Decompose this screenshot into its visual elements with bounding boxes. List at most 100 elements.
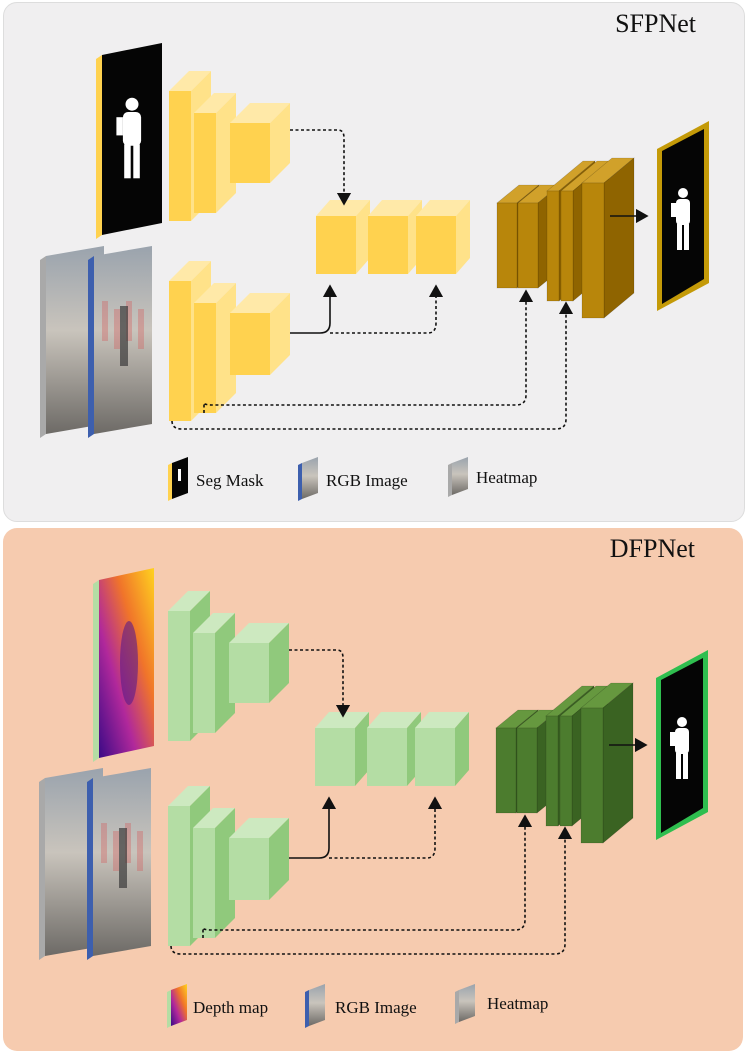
encoder-top-block-2 xyxy=(194,93,236,213)
image-edge xyxy=(88,256,94,438)
slab-front xyxy=(559,715,573,827)
block-front xyxy=(415,728,455,786)
silhouette-body xyxy=(122,112,142,146)
icon-edge xyxy=(455,990,459,1024)
encoder-bottom-block-3 xyxy=(230,293,290,375)
legend-label-depth-map: Depth map xyxy=(193,998,269,1017)
sfpnet-diagram xyxy=(40,43,709,501)
scene-detail xyxy=(114,309,120,349)
image-edge xyxy=(96,55,102,239)
block-side xyxy=(456,200,470,274)
skip-bottom-to-fusion xyxy=(289,796,337,859)
block-top xyxy=(194,93,236,113)
block-side xyxy=(455,712,469,786)
dfpnet-panel: DFPNet Depth map RGB Image Heatmap xyxy=(3,528,743,1051)
block-top xyxy=(416,200,470,216)
block-side xyxy=(356,200,370,274)
encoder-bottom-block-2 xyxy=(193,808,235,938)
encoder-top-block-3 xyxy=(229,623,289,703)
silhouette-leg xyxy=(684,224,689,250)
skip-top-to-fusion xyxy=(289,649,351,718)
icon-face xyxy=(459,984,475,1022)
icon-face xyxy=(302,457,318,499)
depth-map-person xyxy=(120,621,138,705)
block-top xyxy=(193,613,235,633)
scene-detail xyxy=(138,309,144,349)
silhouette-arm xyxy=(116,117,123,136)
slab-front xyxy=(581,182,605,319)
skip-to-decoder-1 xyxy=(202,814,533,938)
silhouette-leg xyxy=(133,144,140,179)
scene-detail xyxy=(102,301,108,341)
image-edge xyxy=(40,256,46,438)
output-silhouette xyxy=(671,188,690,250)
silhouette-head xyxy=(125,97,139,111)
heatmap-icon xyxy=(448,457,468,497)
silhouette-head xyxy=(677,717,687,727)
panel-title: DFPNet xyxy=(609,534,695,563)
encoder-top-block-3 xyxy=(230,103,290,183)
icon-figure xyxy=(178,469,181,481)
image-edge xyxy=(87,778,93,960)
dfpnet-diagram xyxy=(39,568,708,1028)
fusion-block-2 xyxy=(367,712,421,786)
decoder-slab-5 xyxy=(580,682,634,844)
block-front xyxy=(168,611,190,741)
block-front xyxy=(194,303,216,413)
block-side xyxy=(269,818,289,900)
block-front xyxy=(368,216,408,274)
output-silhouette xyxy=(670,717,689,779)
slab-front xyxy=(516,727,538,814)
heatmap-icon xyxy=(455,984,475,1024)
block-front xyxy=(193,828,215,938)
legend-label-rgb-image: RGB Image xyxy=(326,471,408,490)
encoder-top-block-2 xyxy=(193,613,235,733)
block-top xyxy=(316,200,370,216)
silhouette-leg xyxy=(683,753,688,779)
seg-mask-silhouette xyxy=(116,97,142,179)
rgb-image-icon xyxy=(298,457,318,501)
block-top xyxy=(368,200,422,216)
legend-label-rgb-image: RGB Image xyxy=(335,998,417,1017)
fusion-block-3 xyxy=(415,712,469,786)
block-top xyxy=(415,712,469,728)
scene-detail xyxy=(126,301,132,341)
slab-front xyxy=(546,190,560,302)
block-top xyxy=(169,71,211,91)
block-front xyxy=(229,643,269,703)
scene-detail xyxy=(125,823,131,863)
silhouette-leg xyxy=(676,753,681,779)
icon-face xyxy=(171,984,187,1026)
block-top xyxy=(168,591,210,611)
rgb-image-icon xyxy=(305,984,325,1028)
block-side xyxy=(270,293,290,375)
fusion-block-3 xyxy=(416,200,470,274)
block-top xyxy=(194,283,236,303)
block-front xyxy=(169,91,191,221)
block-front xyxy=(169,281,191,421)
block-side xyxy=(270,103,290,183)
block-front xyxy=(316,216,356,274)
scene-person xyxy=(120,306,128,366)
icon-face xyxy=(309,984,325,1026)
block-top xyxy=(193,808,235,828)
silhouette-body xyxy=(675,728,689,754)
block-front xyxy=(229,838,269,900)
block-top xyxy=(168,786,210,806)
icon-face xyxy=(452,457,468,495)
icon-edge xyxy=(448,463,452,497)
scene-detail xyxy=(113,831,119,871)
slab-front xyxy=(495,727,517,814)
silhouette-head xyxy=(678,188,688,198)
block-front xyxy=(193,633,215,733)
fusion-block-1 xyxy=(315,712,369,786)
decoder-slab-5 xyxy=(581,157,635,319)
block-front xyxy=(315,728,355,786)
skip-bottom-to-fusion xyxy=(290,284,338,334)
legend-label-heatmap: Heatmap xyxy=(487,994,549,1013)
skip-top-to-fusion xyxy=(290,129,352,206)
depth-map-icon xyxy=(167,984,187,1028)
block-side xyxy=(269,623,289,703)
scene-detail xyxy=(137,831,143,871)
block-top xyxy=(169,261,211,281)
